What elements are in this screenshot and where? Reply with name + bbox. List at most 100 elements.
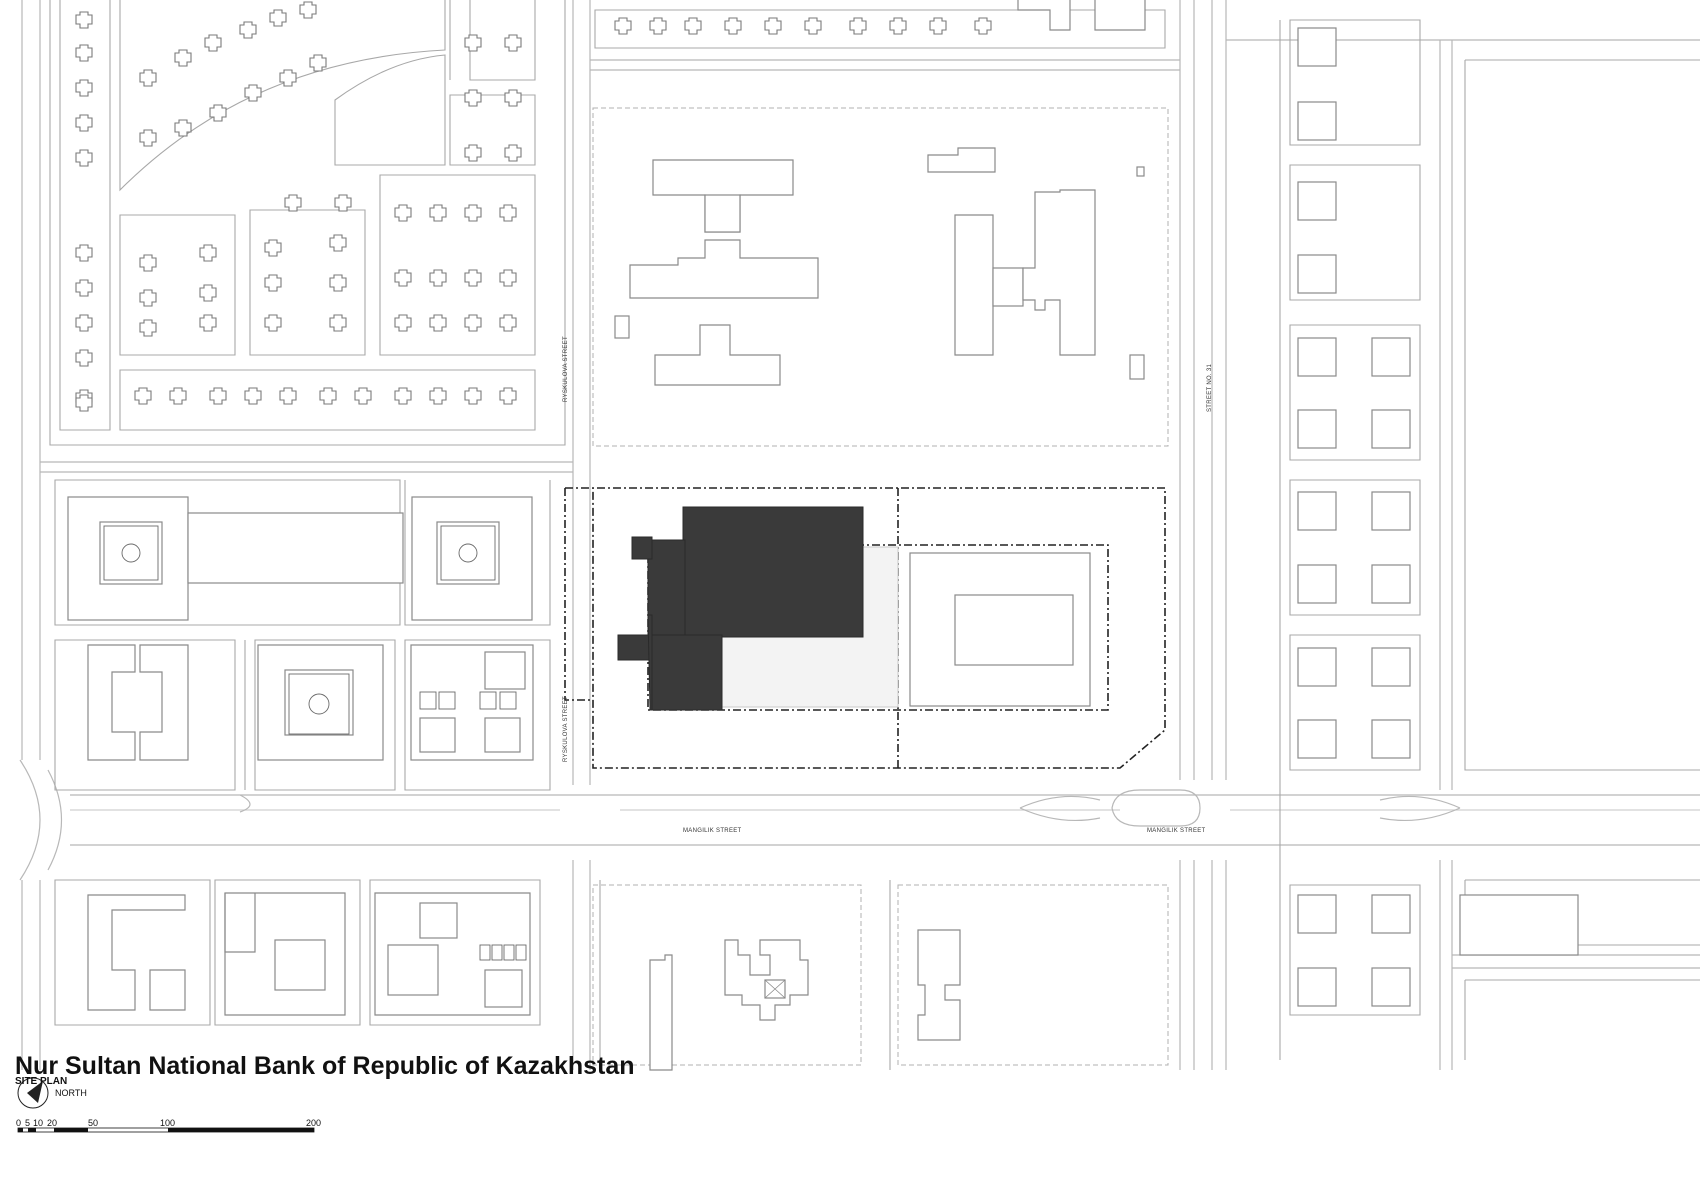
house-footprint — [139, 319, 157, 337]
house-footprint — [75, 349, 93, 367]
north-row-houses — [614, 17, 992, 35]
house-footprint — [75, 314, 93, 332]
north-label: NORTH — [55, 1088, 87, 1098]
house-footprint — [499, 204, 517, 222]
house-footprint — [174, 49, 192, 67]
house-footprint — [429, 269, 447, 287]
house-footprint — [139, 289, 157, 307]
scale-tick: 200 — [306, 1118, 321, 1128]
house-footprint — [394, 314, 412, 332]
house-footprint — [429, 314, 447, 332]
west-central-blocks — [54, 479, 551, 791]
house-footprint — [264, 314, 282, 332]
north-arrow: NORTH — [17, 1077, 87, 1109]
scale-tick: 10 — [33, 1118, 43, 1128]
house-footprint — [684, 17, 702, 35]
house-footprint — [139, 254, 157, 272]
house-footprint — [239, 21, 257, 39]
ornament-center — [308, 693, 330, 715]
house-footprint — [504, 34, 522, 52]
house-footprint — [134, 387, 152, 405]
ornament-center — [121, 543, 141, 563]
house-footprint — [269, 9, 287, 27]
house-footprint — [464, 269, 482, 287]
house-footprint — [284, 194, 302, 212]
house-footprint — [75, 394, 93, 412]
house-footprint — [209, 104, 227, 122]
house-footprint — [334, 194, 352, 212]
scale-tick: 100 — [160, 1118, 175, 1128]
house-footprint — [724, 17, 742, 35]
street-labels: RYSKULOVA STREET RYSKULOVA STREET MANGIL… — [563, 336, 1213, 834]
mangilik-street-label-east: MANGILIK STREET — [1147, 828, 1206, 834]
house-footprint — [75, 11, 93, 29]
house-footprint — [394, 269, 412, 287]
house-footprint — [264, 274, 282, 292]
house-footprint — [649, 17, 667, 35]
house-footprint — [75, 79, 93, 97]
house-footprint — [764, 17, 782, 35]
house-footprint — [299, 1, 317, 19]
house-footprint — [464, 144, 482, 162]
house-footprint — [75, 244, 93, 262]
ryskulova-street-label-upper: RYSKULOVA STREET — [563, 336, 569, 402]
east-blocks — [1279, 19, 1700, 1060]
house-footprint — [199, 314, 217, 332]
house-footprint — [499, 269, 517, 287]
house-footprint — [929, 17, 947, 35]
house-footprint — [429, 387, 447, 405]
house-footprint — [75, 114, 93, 132]
northwest-houses — [75, 1, 522, 412]
house-footprint — [464, 204, 482, 222]
house-footprint — [244, 387, 262, 405]
house-footprint — [499, 314, 517, 332]
house-footprint — [464, 387, 482, 405]
house-footprint — [204, 34, 222, 52]
house-footprint — [319, 387, 337, 405]
house-footprint — [464, 314, 482, 332]
house-footprint — [264, 239, 282, 257]
ornament-center — [458, 543, 478, 563]
house-footprint — [464, 89, 482, 107]
house-footprint — [279, 387, 297, 405]
house-footprint — [174, 119, 192, 137]
house-footprint — [75, 149, 93, 167]
house-footprint — [139, 69, 157, 87]
house-footprint — [169, 387, 187, 405]
scale-tick: 0 — [16, 1118, 21, 1128]
house-footprint — [974, 17, 992, 35]
house-footprint — [329, 314, 347, 332]
house-footprint — [504, 89, 522, 107]
house-footprint — [244, 84, 262, 102]
northwest-residential-blocks — [49, 0, 566, 446]
drawing-title: Nur Sultan National Bank of Republic of … — [15, 1052, 635, 1080]
site-boundary — [565, 487, 1166, 769]
house-footprint — [75, 279, 93, 297]
house-footprint — [139, 129, 157, 147]
north-campus — [592, 0, 1169, 447]
house-footprint — [279, 69, 297, 87]
house-footprint — [464, 34, 482, 52]
house-footprint — [199, 244, 217, 262]
house-footprint — [354, 387, 372, 405]
street-31-label: STREET NO. 31 — [1207, 364, 1213, 412]
house-footprint — [429, 204, 447, 222]
scale-tick: 20 — [47, 1118, 57, 1128]
house-footprint — [199, 284, 217, 302]
project-site — [564, 487, 1166, 769]
south-blocks — [54, 879, 1169, 1071]
mangilik-street-label-west: MANGILIK STREET — [683, 828, 742, 834]
house-footprint — [804, 17, 822, 35]
house-footprint — [499, 387, 517, 405]
house-footprint — [75, 44, 93, 62]
bank-building — [617, 506, 864, 711]
drawing-subtitle: SITE PLAN — [15, 1076, 68, 1087]
scale-tick: 50 — [88, 1118, 98, 1128]
house-footprint — [329, 234, 347, 252]
house-footprint — [849, 17, 867, 35]
house-footprint — [394, 387, 412, 405]
house-footprint — [504, 144, 522, 162]
house-footprint — [614, 17, 632, 35]
scale-tick: 5 — [25, 1118, 30, 1128]
